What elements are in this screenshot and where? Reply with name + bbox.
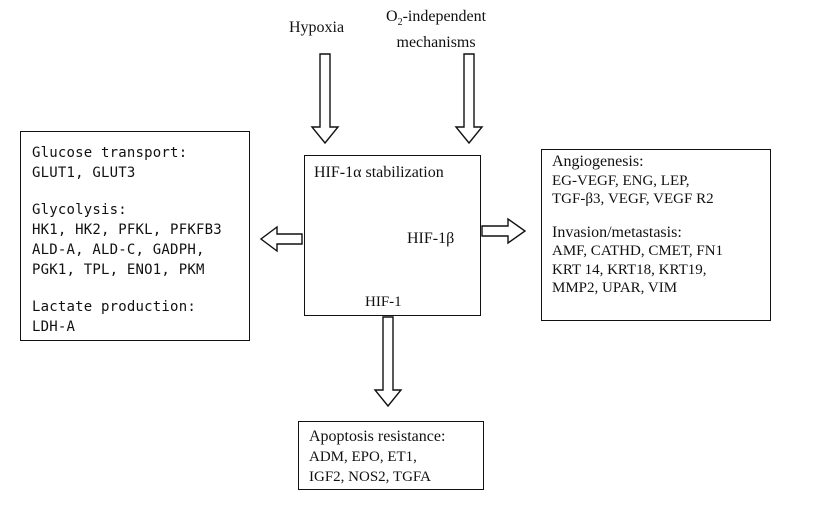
lactate-production-genes: LDH-A [32,319,76,335]
bottom-arrow [373,316,403,408]
hif1b-label: HIF-1β [407,230,455,247]
apoptosis-genes-2: IGF2, NOS2, TGFA [309,469,431,485]
apoptosis-resistance-box: Apoptosis resistance: ADM, EPO, ET1, IGF… [298,421,484,490]
invasion-genes-3: MMP2, UPAR, VIM [552,280,678,296]
o2-suffix: -independent [402,8,487,25]
o2-independent-label: O2-independent mechanisms [386,7,486,53]
o2-prefix: O [386,8,398,25]
metabolism-box: Glucose transport: GLUT1, GLUT3 Glycolys… [20,131,250,341]
left-arrow [259,225,303,253]
angiogenesis-heading: Angiogenesis: [552,153,644,170]
invasion-genes-1: AMF, CATHD, CMET, FN1 [552,243,724,259]
glycolysis-heading: Glycolysis: [32,202,127,218]
apoptosis-resistance-heading: Apoptosis resistance: [309,428,446,445]
hypoxia-arrow [310,53,340,145]
hif-stabilization-box: HIF-1α stabilization HIF-1β HIF-1 [304,155,481,316]
hif1a-stabilization-label: HIF-1α stabilization [314,164,444,181]
angiogenesis-genes-2: TGF-β3, VEGF, VEGF R2 [552,191,714,207]
glucose-transport-heading: Glucose transport: [32,145,188,161]
angiogenesis-invasion-box: Angiogenesis: EG-VEGF, ENG, LEP, TGF-β3,… [541,149,771,321]
right-arrow [481,217,527,245]
hypoxia-label: Hypoxia [289,19,345,36]
lactate-production-heading: Lactate production: [32,299,196,315]
o2-line2: mechanisms [396,34,476,52]
glycolysis-genes-3: PGK1, TPL, ENO1, PKM [32,262,205,278]
apoptosis-genes-1: ADM, EPO, ET1, [309,449,417,465]
o2-independent-arrow [454,53,484,145]
o2-subscript: 2 [397,17,403,29]
angiogenesis-genes-1: EG-VEGF, ENG, LEP, [552,172,690,189]
glucose-transport-genes: GLUT1, GLUT3 [32,165,136,181]
hif1-label: HIF-1 [365,294,402,310]
glycolysis-genes-1: HK1, HK2, PFKL, PFKFB3 [32,222,222,238]
glycolysis-genes-2: ALD-A, ALD-C, GADPH, [32,242,205,258]
invasion-metastasis-heading: Invasion/metastasis: [552,223,682,241]
invasion-genes-2: KRT 14, KRT18, KRT19, [552,261,707,278]
